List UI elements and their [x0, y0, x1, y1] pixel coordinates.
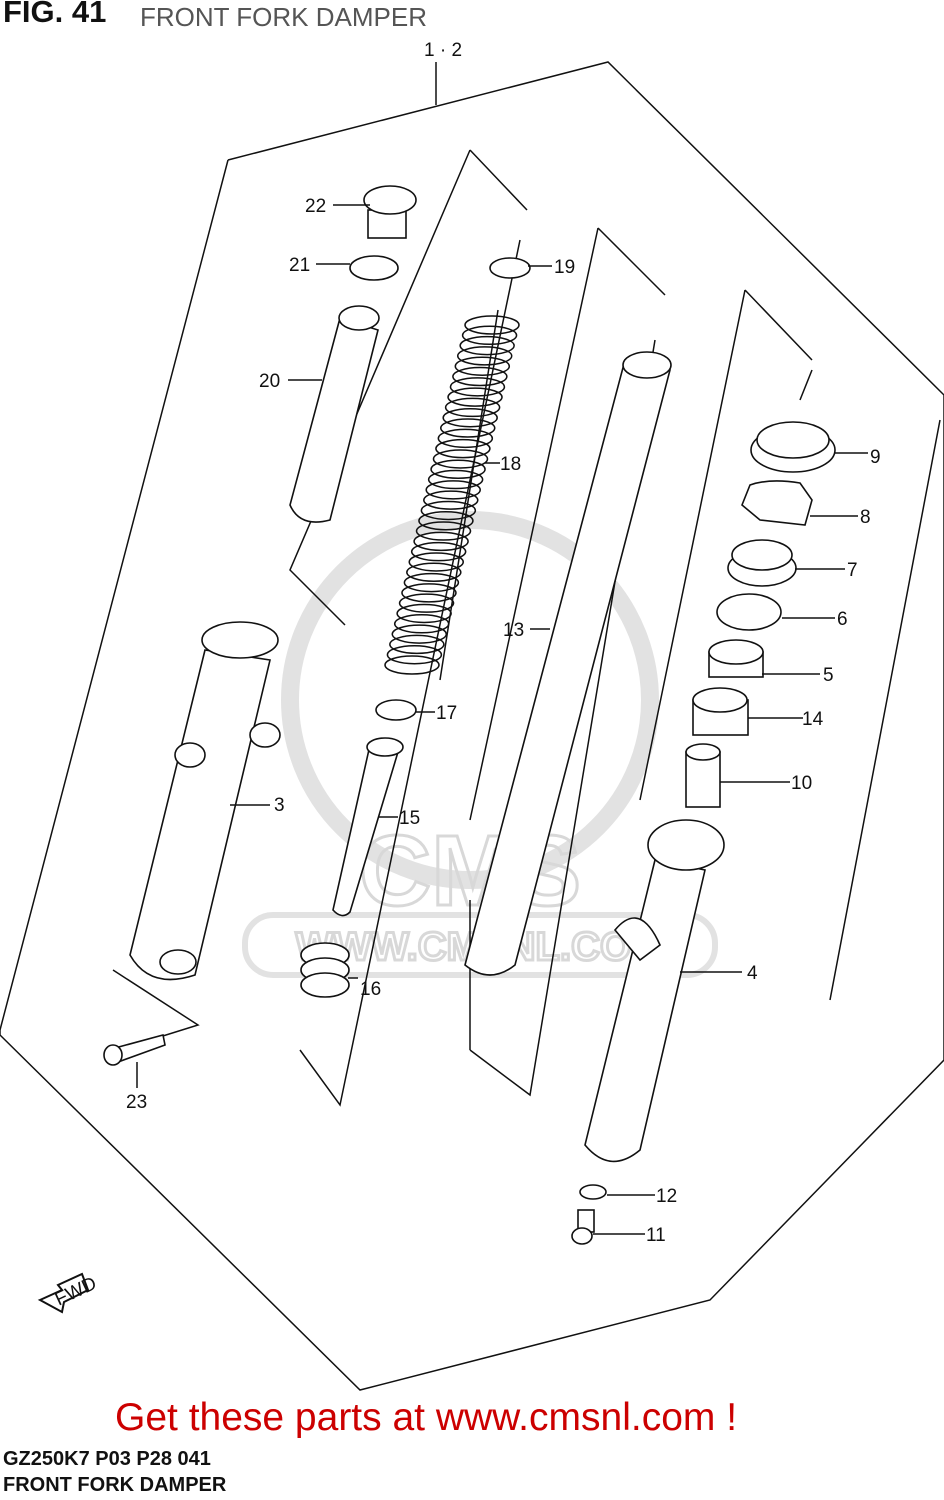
spring-coil — [391, 624, 448, 644]
spring-coil — [403, 572, 460, 593]
callout-6: 6 — [837, 609, 848, 630]
part-3-inner-tube-left — [129, 621, 281, 981]
callout-20: 20 — [259, 371, 280, 392]
part-8-circlip — [741, 480, 813, 526]
callout-19: 19 — [554, 257, 575, 278]
callout-5: 5 — [823, 665, 834, 686]
spring-coil — [413, 531, 469, 552]
part-13-damper-rod — [464, 351, 672, 976]
page-title: FRONT FORK DAMPER — [140, 2, 427, 32]
spring-coil — [386, 644, 443, 665]
spring-coil — [418, 511, 474, 531]
spring-coil — [449, 377, 506, 397]
spring-coil — [425, 480, 481, 500]
callout-12: 12 — [656, 1186, 677, 1207]
spring-coil — [437, 428, 494, 449]
callout-8: 8 — [860, 507, 871, 528]
spring-coil — [423, 490, 479, 510]
part-6-washer — [716, 593, 782, 631]
callout-17: 17 — [436, 703, 457, 724]
figure-number: FIG. 41 — [3, 0, 107, 29]
part-15-damper-piston — [332, 737, 404, 917]
part-7-oil-seal — [727, 539, 797, 587]
callout-4: 4 — [747, 963, 758, 984]
panel-damper-group — [469, 227, 666, 1097]
part-19-washer — [489, 257, 531, 279]
part-22-cap-bolt — [363, 185, 417, 239]
spring-coil — [427, 469, 484, 490]
part-21-o-ring — [349, 255, 399, 281]
spring-coil — [410, 541, 467, 562]
spring-coil — [430, 459, 486, 479]
fwd-arrow-icon: FWD — [37, 1272, 100, 1314]
callout-15: 15 — [399, 808, 420, 829]
spring-coil — [435, 438, 491, 459]
diagram-name: FRONT FORK DAMPER — [3, 1474, 227, 1496]
spring-coil — [415, 521, 472, 541]
spring-coil — [420, 500, 477, 521]
callout-23: 23 — [126, 1092, 147, 1113]
spring-coil — [456, 346, 513, 366]
spring-coil — [454, 356, 511, 376]
spring-coil — [393, 614, 450, 634]
part-23-bolt — [103, 1034, 166, 1066]
spring-coil — [461, 325, 518, 346]
spring-coil — [401, 583, 457, 603]
panel-outer-tube-group — [639, 289, 941, 1001]
spring-coil — [464, 315, 520, 335]
part-16-spring — [300, 942, 350, 998]
callout-9: 9 — [870, 447, 881, 468]
part-12-gasket — [579, 1184, 607, 1200]
spring-coil — [389, 634, 445, 655]
callout-13: 13 — [503, 620, 524, 641]
leader-lines — [136, 204, 868, 1235]
callout-14: 14 — [802, 709, 824, 730]
bolt-leader-box — [112, 969, 200, 1041]
part-10-oil-lock — [685, 743, 721, 808]
part-17-ring — [375, 699, 417, 721]
spring-coil — [406, 562, 462, 583]
part-5-bushing — [708, 639, 764, 678]
part-11-drain-bolt — [571, 1209, 595, 1245]
spring-coil — [459, 335, 515, 356]
callout-22: 22 — [305, 196, 326, 217]
model-code: GZ250K7 P03 P28 041 — [3, 1448, 211, 1470]
spring-coil — [452, 366, 508, 387]
spring-coil — [442, 407, 498, 428]
part-14-bushing — [692, 687, 749, 736]
spring-coil — [447, 387, 503, 407]
part-20-spacer — [289, 305, 380, 523]
part-4-outer-tube — [584, 819, 725, 1163]
assembly-label: 1 · 2 — [424, 40, 462, 61]
spring-coil — [432, 449, 489, 469]
part-9-dust-seal — [750, 421, 836, 473]
spring-coil — [384, 655, 440, 675]
callout-3: 3 — [274, 795, 285, 816]
callout-16: 16 — [360, 979, 381, 1000]
callout-7: 7 — [847, 560, 858, 581]
callout-11: 11 — [646, 1225, 666, 1246]
callout-21: 21 — [289, 255, 310, 276]
spring-coil — [398, 593, 455, 613]
spring-coil — [440, 418, 496, 438]
callout-10: 10 — [791, 773, 812, 794]
assembly-outline — [0, 61, 944, 1391]
spring-coil — [408, 552, 464, 572]
spring-coil — [396, 603, 452, 624]
part-18-spring — [384, 309, 520, 681]
callout-18: 18 — [500, 454, 521, 475]
promo-link[interactable]: Get these parts at www.cmsnl.com ! — [115, 1396, 738, 1439]
spring-coil — [444, 397, 501, 418]
